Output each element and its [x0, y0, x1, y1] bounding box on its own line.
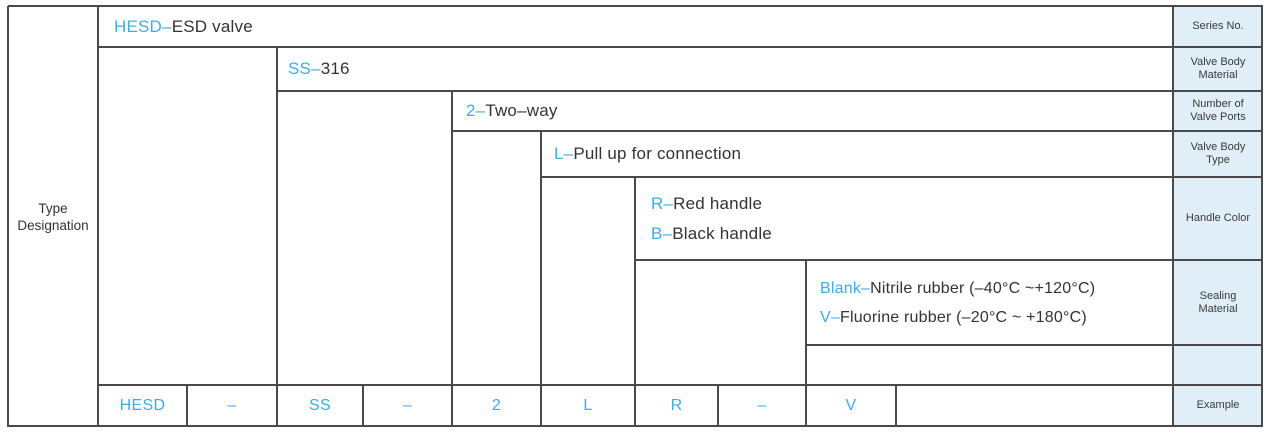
row-number-of-ports: 2–Two–way — [452, 91, 1187, 131]
row-valve-body-material: SS–316 — [277, 47, 1184, 91]
example-cell-blank — [896, 385, 1173, 426]
sealing-nitrile-line: Blank–Nitrile rubber (–40°C ~+120°C) — [820, 274, 1095, 303]
grid-line-step-ss — [276, 46, 278, 426]
body-type-desc: Pull up for connection — [573, 144, 742, 163]
row-valve-body-type: L–Pull up for connection — [541, 131, 1186, 177]
example-cell-sealing: V — [845, 396, 857, 414]
row-handle-color: R–Red handle B–Black handle — [635, 177, 1189, 260]
category-label-series-no: Series No. — [1192, 20, 1244, 32]
row-sealing-material: Blank–Nitrile rubber (–40°C ~+120°C) V–F… — [806, 260, 1187, 345]
category-label-example: Example — [1196, 399, 1240, 411]
grid-line-row3 — [452, 130, 1263, 132]
example-cell-body-type: L — [583, 396, 593, 414]
grid-line-row5 — [635, 259, 1263, 261]
grid-line-example-blank — [895, 384, 897, 426]
grid-line-left-border — [7, 6, 9, 427]
category-label-sealing-material: Sealing Material — [1198, 289, 1238, 315]
example-cell-series: HESD — [119, 396, 166, 414]
ports-desc: Two–way — [485, 101, 558, 120]
grid-line-row4 — [541, 176, 1263, 178]
grid-line-row2 — [277, 90, 1263, 92]
handle-black-code: B– — [651, 223, 673, 243]
grid-line-right-border — [1261, 6, 1263, 427]
type-designation-line1: Type — [38, 200, 68, 216]
example-cell-dash-3: – — [757, 396, 767, 414]
material-desc: 316 — [320, 59, 350, 78]
handle-red-code: R– — [651, 193, 674, 213]
handle-black-line: B–Black handle — [651, 219, 772, 249]
grid-line-example-dash2 — [362, 384, 364, 426]
material-code: SS– — [288, 59, 321, 78]
grid-line-step-l — [540, 130, 542, 426]
grid-line-example-dash3 — [717, 384, 719, 426]
example-cell-dash-2: – — [402, 396, 413, 414]
category-label-handle-color: Handle Color — [1185, 212, 1251, 224]
sealing-fluorine-line: V–Fluorine rubber (–20°C ~ +180°C) — [820, 303, 1087, 332]
series-code: HESD– — [114, 16, 172, 36]
grid-line-category-col — [1172, 6, 1174, 427]
handle-red-line: R–Red handle — [651, 189, 762, 219]
sealing-fluorine-desc: Fluorine rubber (–20°C ~ +180°C) — [839, 308, 1087, 326]
grid-line-step-2 — [451, 90, 453, 426]
sealing-nitrile-desc: Nitrile rubber (–40°C ~+120°C) — [870, 279, 1096, 297]
category-label-body-material: Valve Body Material — [1190, 56, 1246, 81]
ports-code: 2– — [466, 101, 486, 120]
grid-line-row1 — [98, 46, 1263, 48]
grid-line-row6 — [806, 344, 1263, 346]
series-desc: ESD valve — [171, 16, 253, 36]
handle-red-desc: Red handle — [673, 193, 763, 213]
grid-line-type-col — [97, 6, 99, 427]
grid-line-bottom-border — [8, 425, 1263, 427]
grid-line-step-r — [634, 176, 636, 426]
sealing-fluorine-code: V– — [820, 308, 840, 326]
grid-line-top-border — [8, 5, 1263, 7]
example-cell-dash-1: – — [227, 396, 237, 414]
example-cell-material: SS — [309, 396, 331, 414]
handle-black-desc: Black handle — [672, 223, 772, 243]
body-type-code: L– — [554, 144, 574, 163]
category-label-blank — [1173, 345, 1263, 385]
grid-line-step-v — [805, 259, 807, 426]
example-cell-ports: 2 — [491, 396, 502, 414]
sealing-nitrile-code: Blank– — [820, 279, 871, 297]
category-label-number-of-ports: Number of Valve Ports — [1190, 98, 1246, 123]
type-designation-header: Type Designation — [8, 6, 98, 427]
type-designation-line2: Designation — [17, 217, 89, 233]
category-column-background — [1173, 6, 1262, 426]
category-label-body-type: Valve Body Type — [1190, 141, 1246, 166]
row-series-no: HESD– ESD valve — [98, 6, 1189, 47]
grid-line-example-top — [98, 384, 1263, 386]
example-cell-handle: R — [670, 396, 683, 414]
grid-line-example-dash1 — [186, 384, 188, 426]
